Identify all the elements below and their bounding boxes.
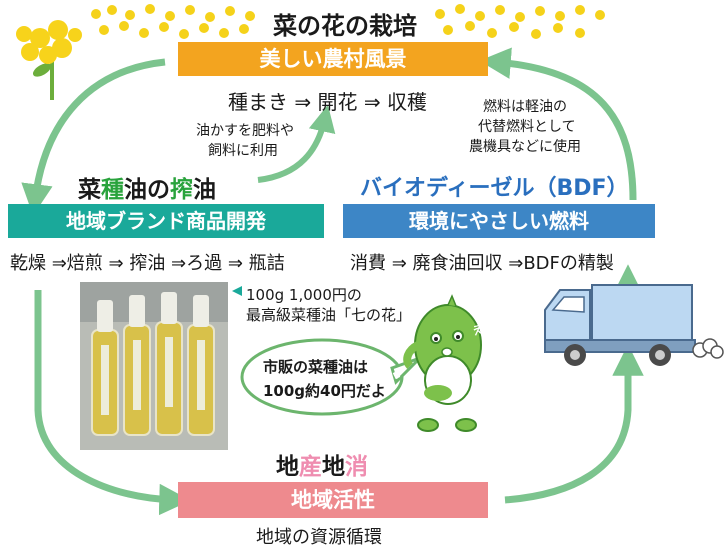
top-section-title: 菜の花の栽培 <box>273 12 417 40</box>
bottom-title-part-4: 消 <box>345 454 368 480</box>
right-note-line-3: 農機具などに使用 <box>469 139 581 155</box>
mascot-character-icon <box>403 294 482 432</box>
left-section-title: 菜種油の搾油 <box>78 170 216 204</box>
right-section-band: 環境にやさしい燃料 <box>343 204 655 238</box>
top-section-steps: 種まき ⇒ 開花 ⇒ 収穫 <box>228 90 427 114</box>
arrow-right-to-top <box>479 47 637 201</box>
right-section-title: バイオディーゼル（BDF） <box>360 176 629 201</box>
right-note-line-1: 燃料は軽油の <box>483 99 567 115</box>
bottom-title-part-3: 地 <box>322 454 345 480</box>
left-section-band: 地域ブランド商品開発 <box>8 204 324 238</box>
left-section-steps: 乾燥 ⇒焙煎 ⇒ 搾油 ⇒ろ過 ⇒ 瓶詰 <box>10 253 285 274</box>
oil-bottles-photo <box>80 282 228 450</box>
right-note-line-2: 代替燃料として <box>478 119 576 135</box>
left-note-line-2: 飼料に利用 <box>208 143 278 159</box>
caption-pointer-icon <box>232 286 242 296</box>
bottom-title-part-1: 地 <box>276 454 299 480</box>
arrow-top-to-left <box>21 58 166 216</box>
speech-line-1: 市販の菜種油は <box>263 358 369 376</box>
arrow-oil-to-farm <box>257 104 336 183</box>
speech-line-2: 100g約40円だよ <box>263 382 386 400</box>
right-section-steps: 消費 ⇒ 廃食油回収 ⇒BDFの精製 <box>350 253 614 274</box>
left-title-part-1: 菜 <box>78 177 101 203</box>
left-title-part-2: 種 <box>101 177 124 203</box>
product-caption-line-1: 100g 1,000円の <box>246 286 362 304</box>
top-section-band: 美しい農村風景 <box>178 42 488 76</box>
arrow-bottom-to-right <box>504 344 644 504</box>
bottom-section-title: 地産地消 <box>276 447 368 481</box>
bottom-section-band: 地域活性 <box>178 482 488 518</box>
left-note-line-1: 油かすを肥料や <box>196 123 294 139</box>
truck-icon <box>544 284 724 366</box>
bottom-section-caption: 地域の資源循環 <box>256 527 382 548</box>
arrow-left-to-bottom <box>34 290 191 516</box>
left-title-part-5: 油 <box>193 177 216 203</box>
left-title-part-4: 搾 <box>170 177 193 203</box>
bottom-title-part-2: 産 <box>299 454 322 480</box>
left-title-part-3: 油の <box>124 177 170 203</box>
rapeseed-flower-icon <box>16 20 82 100</box>
rapeseed-flowers-decoration <box>91 4 605 39</box>
product-caption-line-2: 最高級菜種油「七の花」 <box>246 306 412 324</box>
speech-bubble <box>240 338 422 416</box>
